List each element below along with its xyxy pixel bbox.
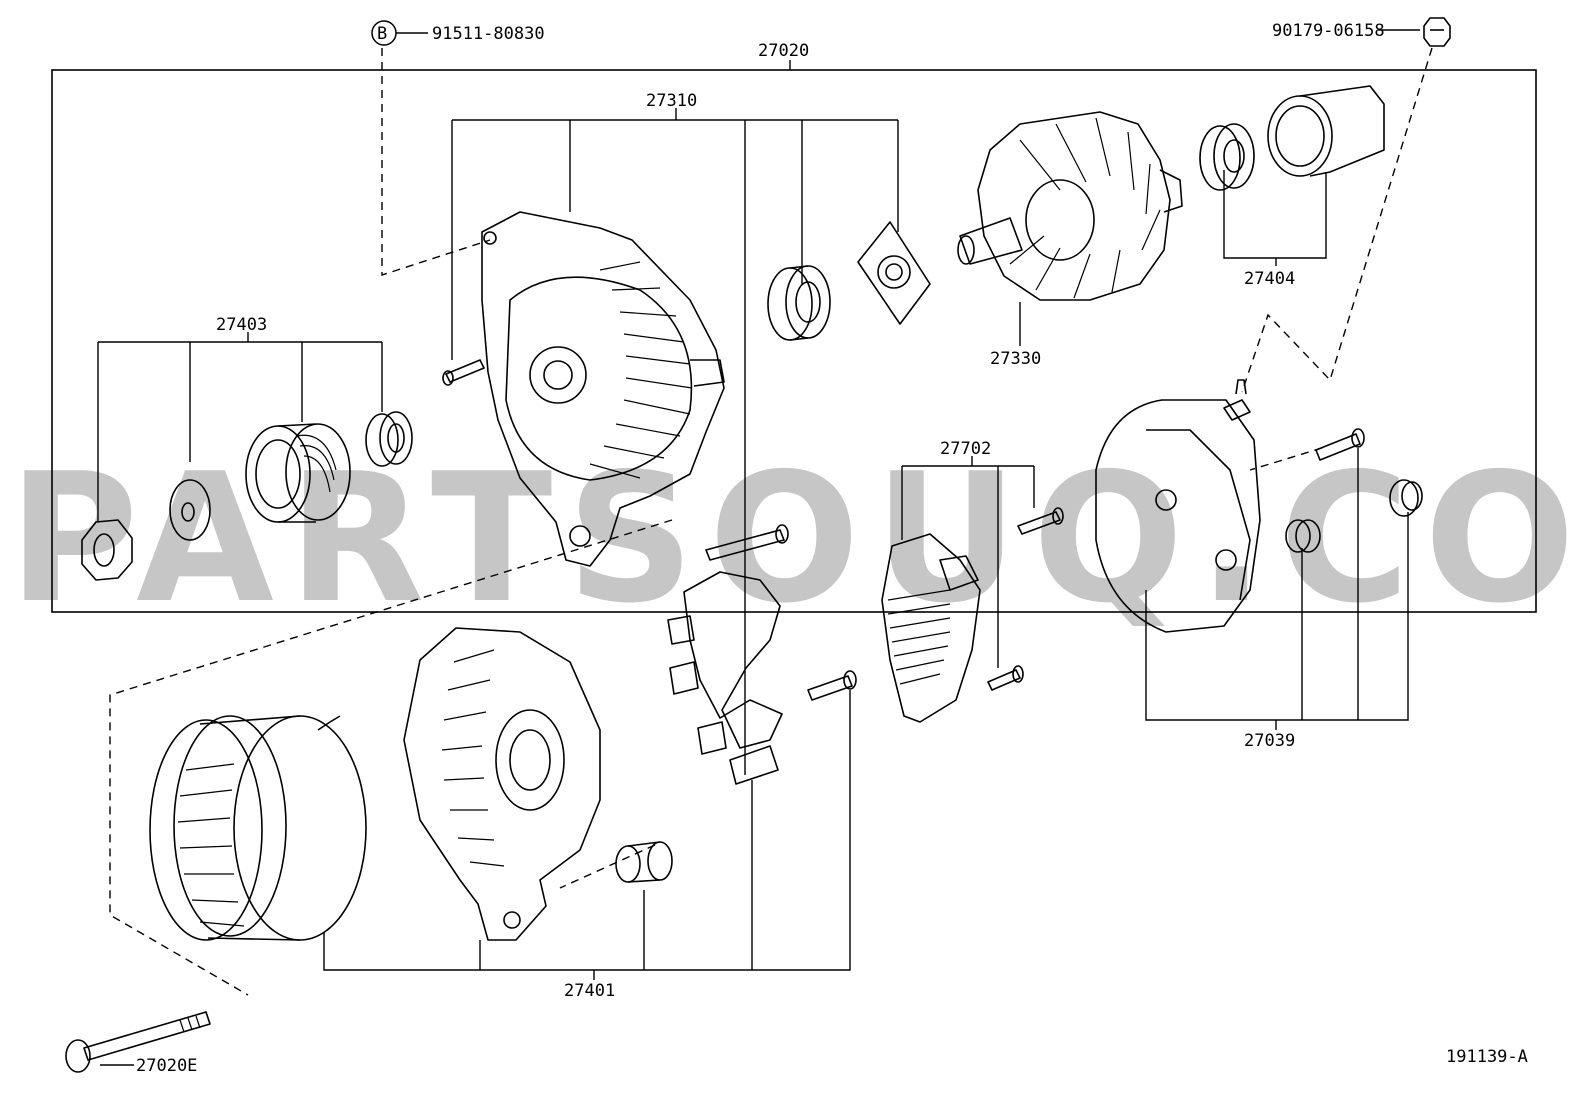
label-27404: 27404 (1244, 269, 1295, 289)
callout-b-letter: B (377, 24, 387, 44)
washer-icon (169, 479, 211, 541)
group-27702-leaders (901, 456, 1035, 668)
group-27404-leaders (1223, 170, 1327, 266)
rectifier-end-frame-icon (481, 211, 725, 567)
rear-end-cover-icon (1095, 379, 1261, 633)
regulator-screw-bottom-icon (987, 665, 1024, 691)
label-27020: 27020 (758, 41, 809, 61)
group-27403-leaders (97, 332, 383, 522)
end-frame-dashed-leader (559, 844, 656, 889)
cover-bolt-dashed-leader (1249, 447, 1323, 471)
rotor-icon (957, 111, 1183, 301)
collar-icon (615, 841, 673, 883)
cover-bolt-icon (1315, 428, 1365, 461)
label-27403: 27403 (216, 315, 267, 335)
label-27310: 27310 (646, 91, 697, 111)
stator-icon (149, 715, 367, 941)
regulator-icon (881, 533, 981, 723)
diagram-code: 191139-A (1446, 1047, 1528, 1067)
frame-screw-icon (442, 359, 485, 386)
label-90179-06158: 90179-06158 (1272, 21, 1385, 41)
label-91511-80830: 91511-80830 (432, 24, 545, 44)
through-bolt-icon (705, 524, 789, 561)
terminal-insulator-cap-icon (1423, 17, 1451, 47)
bearing-cover-icon (1267, 85, 1385, 177)
watermark: PARTSOUQ.COM (8, 435, 1592, 642)
rear-bearing-icon (1199, 123, 1255, 191)
mounting-bolt-icon (65, 1011, 211, 1073)
spacer-collar-icon (365, 411, 413, 467)
brush-holder-icon (667, 571, 783, 785)
callout-b-dashed-leader (381, 48, 491, 276)
label-27330: 27330 (990, 349, 1041, 369)
insulator-dashed-leader (1241, 47, 1433, 393)
label-27020E: 27020E (136, 1056, 197, 1076)
cover-nut-icon (1285, 519, 1321, 553)
regulator-screw-top-icon (1017, 507, 1064, 535)
group-27039-leaders (1145, 448, 1409, 730)
assembly-boundary (51, 69, 1537, 613)
group-27310-leaders (451, 108, 899, 775)
label-27401: 27401 (564, 981, 615, 1001)
drive-end-frame-icon (403, 627, 601, 941)
bearing-icon (767, 265, 831, 341)
label-27039: 27039 (1244, 731, 1295, 751)
retainer-plate-icon (857, 221, 931, 325)
label-27702: 27702 (940, 439, 991, 459)
terminal-insulator-icon (1389, 479, 1423, 517)
pulley-icon (245, 423, 351, 523)
group-27401-leaders (323, 690, 851, 980)
pulley-nut-icon (81, 519, 133, 581)
through-bolt-dashed-leader (109, 519, 673, 996)
brush-holder-screw-icon (807, 670, 857, 701)
